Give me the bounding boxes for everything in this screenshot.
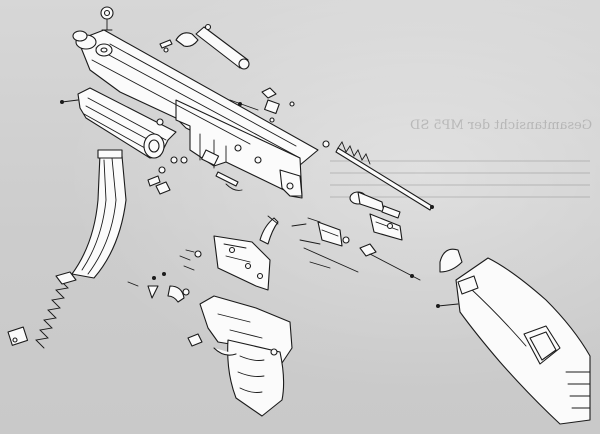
receiver-assembly bbox=[72, 29, 319, 199]
small-pin bbox=[159, 39, 173, 53]
bolt-head bbox=[299, 221, 421, 281]
magazine-spring bbox=[7, 271, 77, 349]
handguard bbox=[60, 87, 177, 159]
front-sight bbox=[100, 6, 114, 31]
recoil-spring bbox=[322, 140, 434, 211]
rear-sight-parts bbox=[229, 87, 295, 123]
small-springs-pins bbox=[127, 156, 321, 347]
cocking-tube bbox=[175, 23, 250, 70]
magazine bbox=[71, 149, 127, 279]
trigger-housing-insert bbox=[213, 215, 279, 291]
bleed-through-lines bbox=[330, 150, 590, 208]
buttstock bbox=[436, 248, 591, 425]
bolt-carrier bbox=[349, 191, 403, 241]
trigger-housing-grip bbox=[199, 295, 293, 417]
